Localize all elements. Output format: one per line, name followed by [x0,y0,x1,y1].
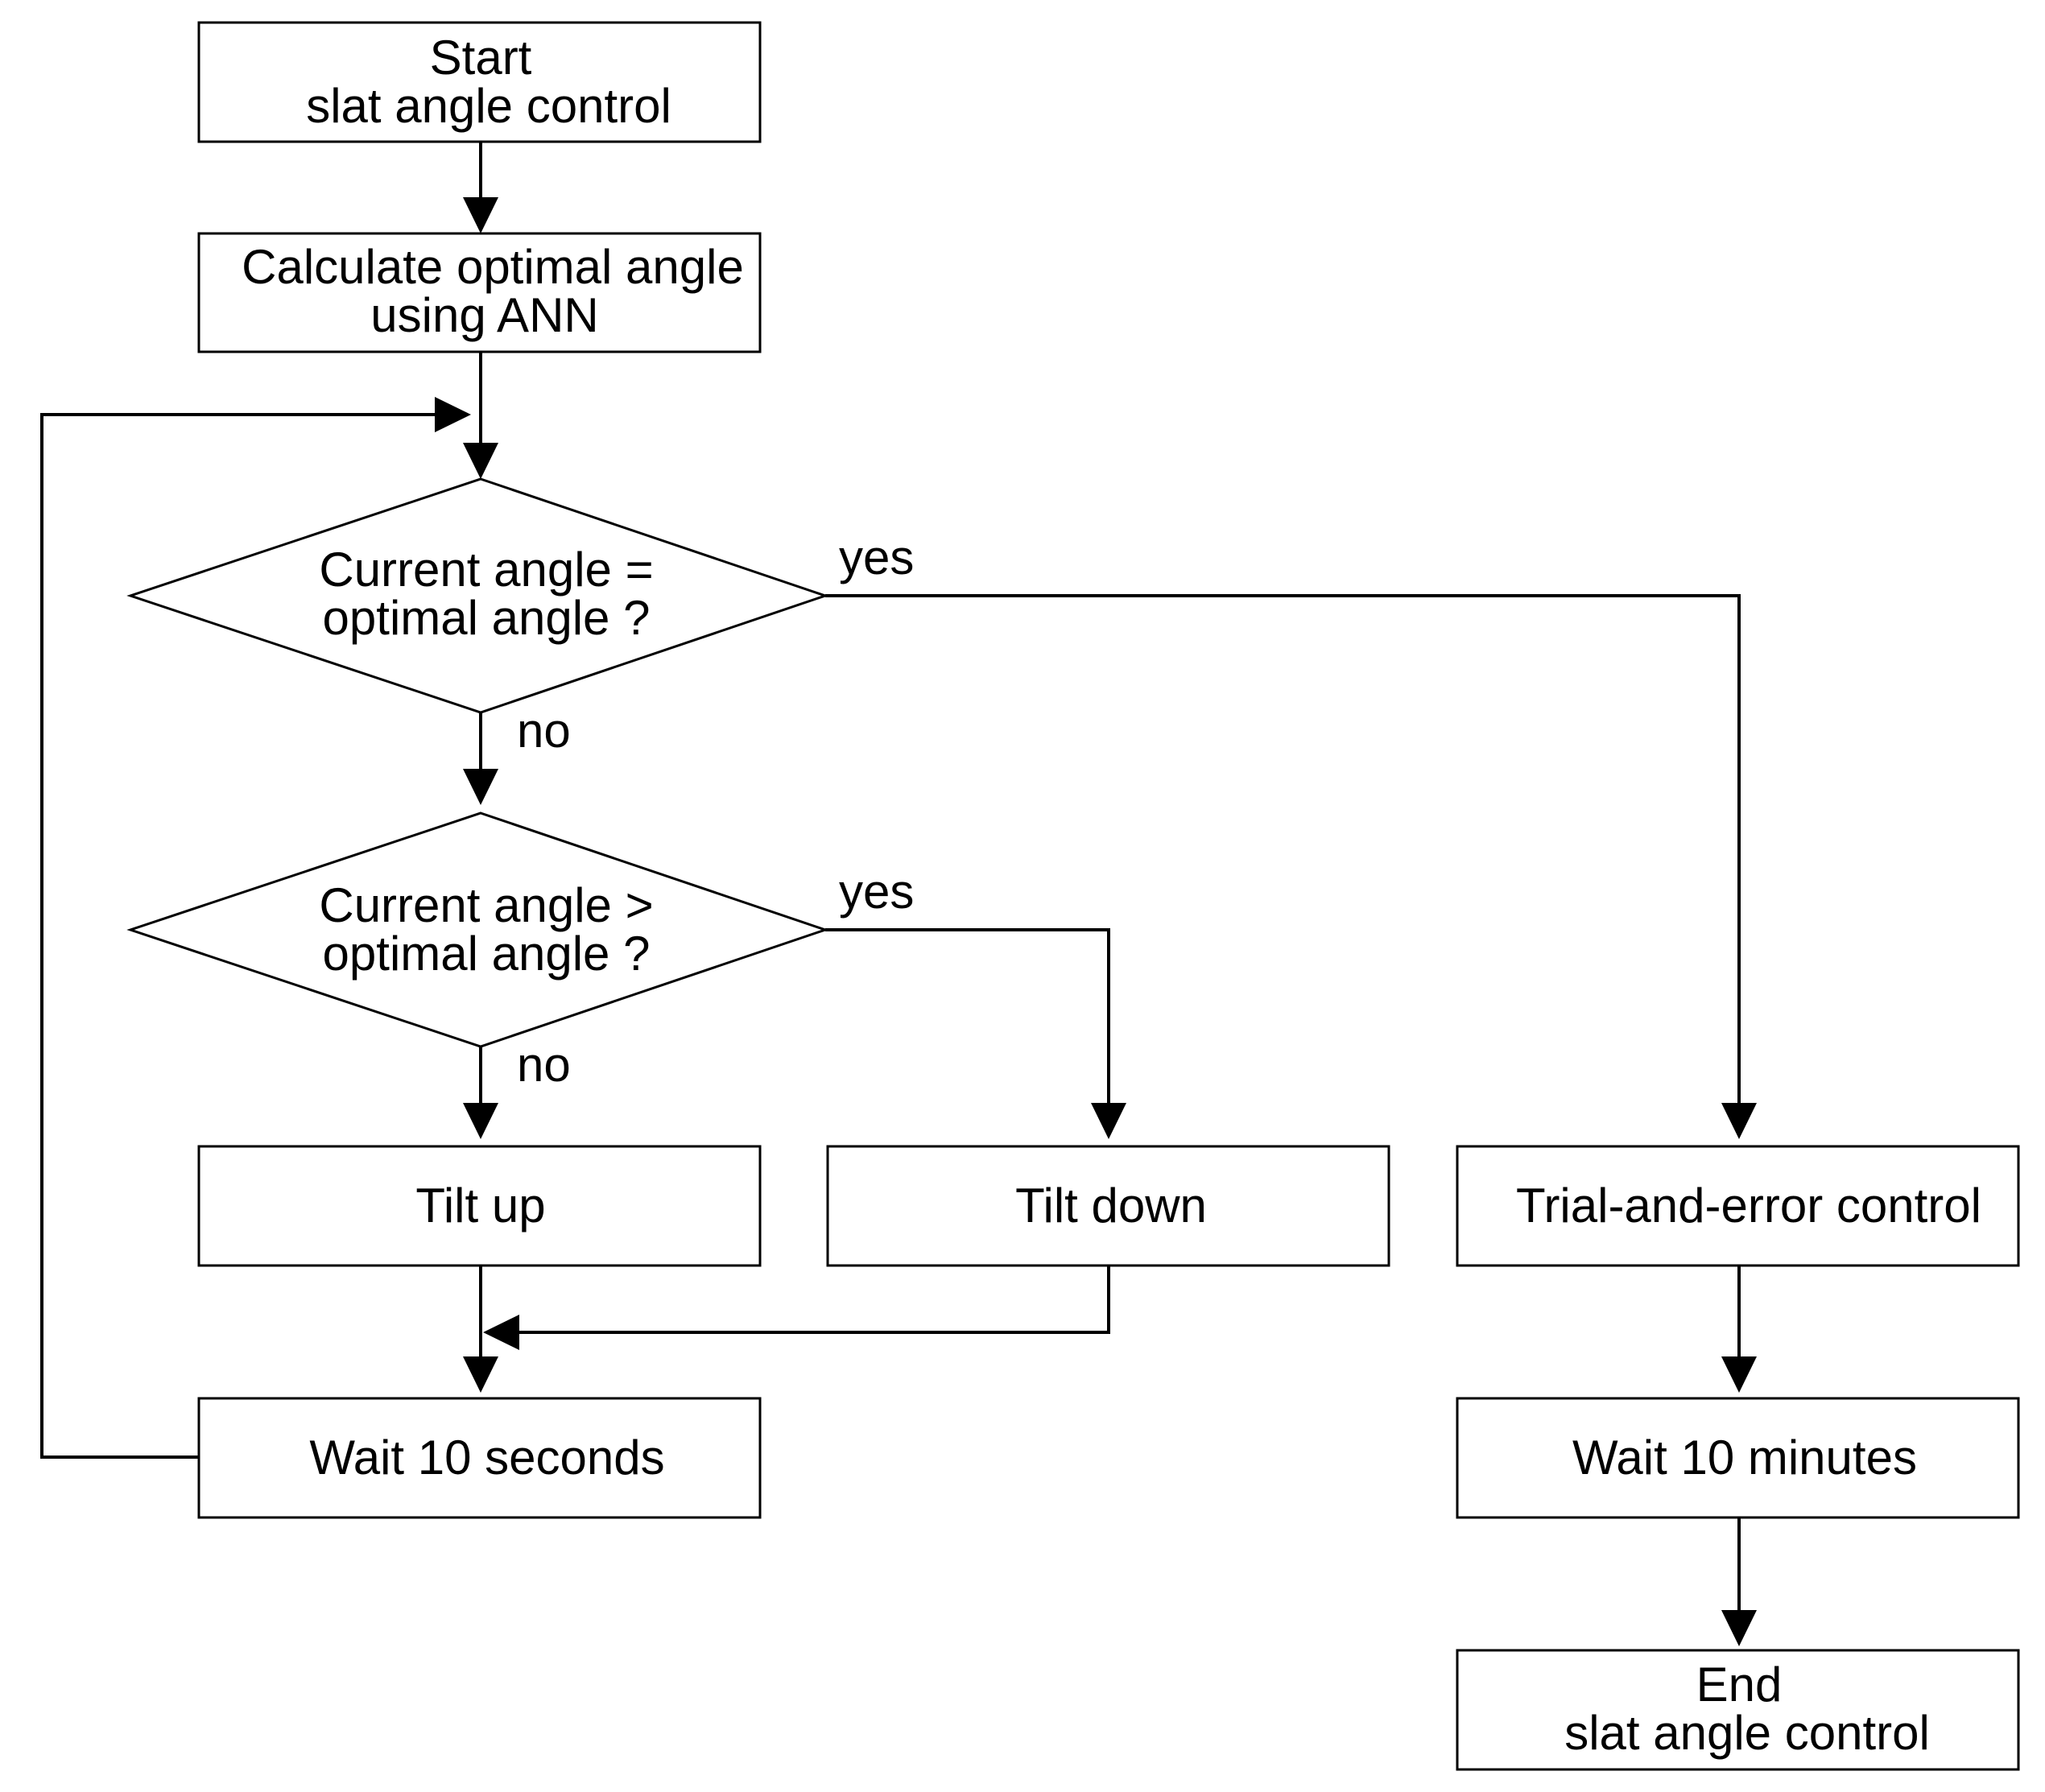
connectors [40,141,1741,1614]
connector-equal-yes [825,594,1741,1103]
wait-minutes-node: Wait 10 minutes [1456,1397,2020,1519]
calculate-label-line1: Calculate optimal angle [242,240,744,294]
start-label-line2: slat angle control [306,79,671,133]
tilt-up-label: Tilt up [415,1179,545,1233]
decision-equal-line1: Current angle = [319,543,653,597]
start-node: Start slat angle control [197,21,762,143]
connector-tiltdown-merge [515,1266,1110,1334]
arrowheads [435,197,1757,1646]
end-node: End slat angle control [1456,1649,2020,1771]
arrowhead-to-calculate [463,197,498,233]
arrowhead-to-wait-seconds [463,1356,498,1393]
decision-greater-no-label: no [517,1038,571,1092]
tilt-up-node: Tilt up [197,1145,762,1267]
decision-equal-yes-label: yes [839,531,914,584]
wait-minutes-label: Wait 10 minutes [1572,1431,1917,1484]
end-label-line1: End [1696,1658,1783,1711]
decision-greater-line2: optimal angle ? [323,927,651,981]
wait-seconds-node: Wait 10 seconds [197,1397,762,1519]
arrowhead-merge-left [483,1315,519,1350]
decision-greater-line1: Current angle > [319,878,653,932]
decision-equal-line2: optimal angle ? [323,591,651,645]
connector-greater-yes [825,928,1110,1103]
wait-seconds-label: Wait 10 seconds [309,1431,664,1484]
trial-and-error-node: Trial-and-error control [1456,1145,2020,1267]
arrowhead-to-end [1721,1610,1757,1646]
arrowhead-loop-right [435,397,471,432]
start-label-line1: Start [430,31,532,85]
calculate-label-line2: using ANN [370,288,598,342]
arrowhead-to-tilt-up [463,1103,498,1139]
decision-greater-node: Current angle > optimal angle ? yes no [126,811,914,1092]
decision-greater-yes-label: yes [839,865,914,919]
trial-and-error-label: Trial-and-error control [1516,1179,1981,1233]
arrowhead-to-decision-equal [463,443,498,479]
arrowhead-to-trial-error [1721,1103,1757,1139]
arrowhead-to-tilt-down [1091,1103,1126,1139]
tilt-down-label: Tilt down [1015,1179,1207,1233]
arrowhead-to-wait-minutes [1721,1356,1757,1393]
tilt-down-node: Tilt down [826,1145,1390,1267]
arrowhead-to-decision-greater [463,769,498,805]
calculate-node: Calculate optimal angle using ANN [197,232,762,353]
decision-equal-no-label: no [517,704,571,758]
end-label-line2: slat angle control [1564,1706,1930,1760]
decision-equal-node: Current angle = optimal angle ? yes no [126,477,914,758]
connector-loop-back [40,413,439,1459]
